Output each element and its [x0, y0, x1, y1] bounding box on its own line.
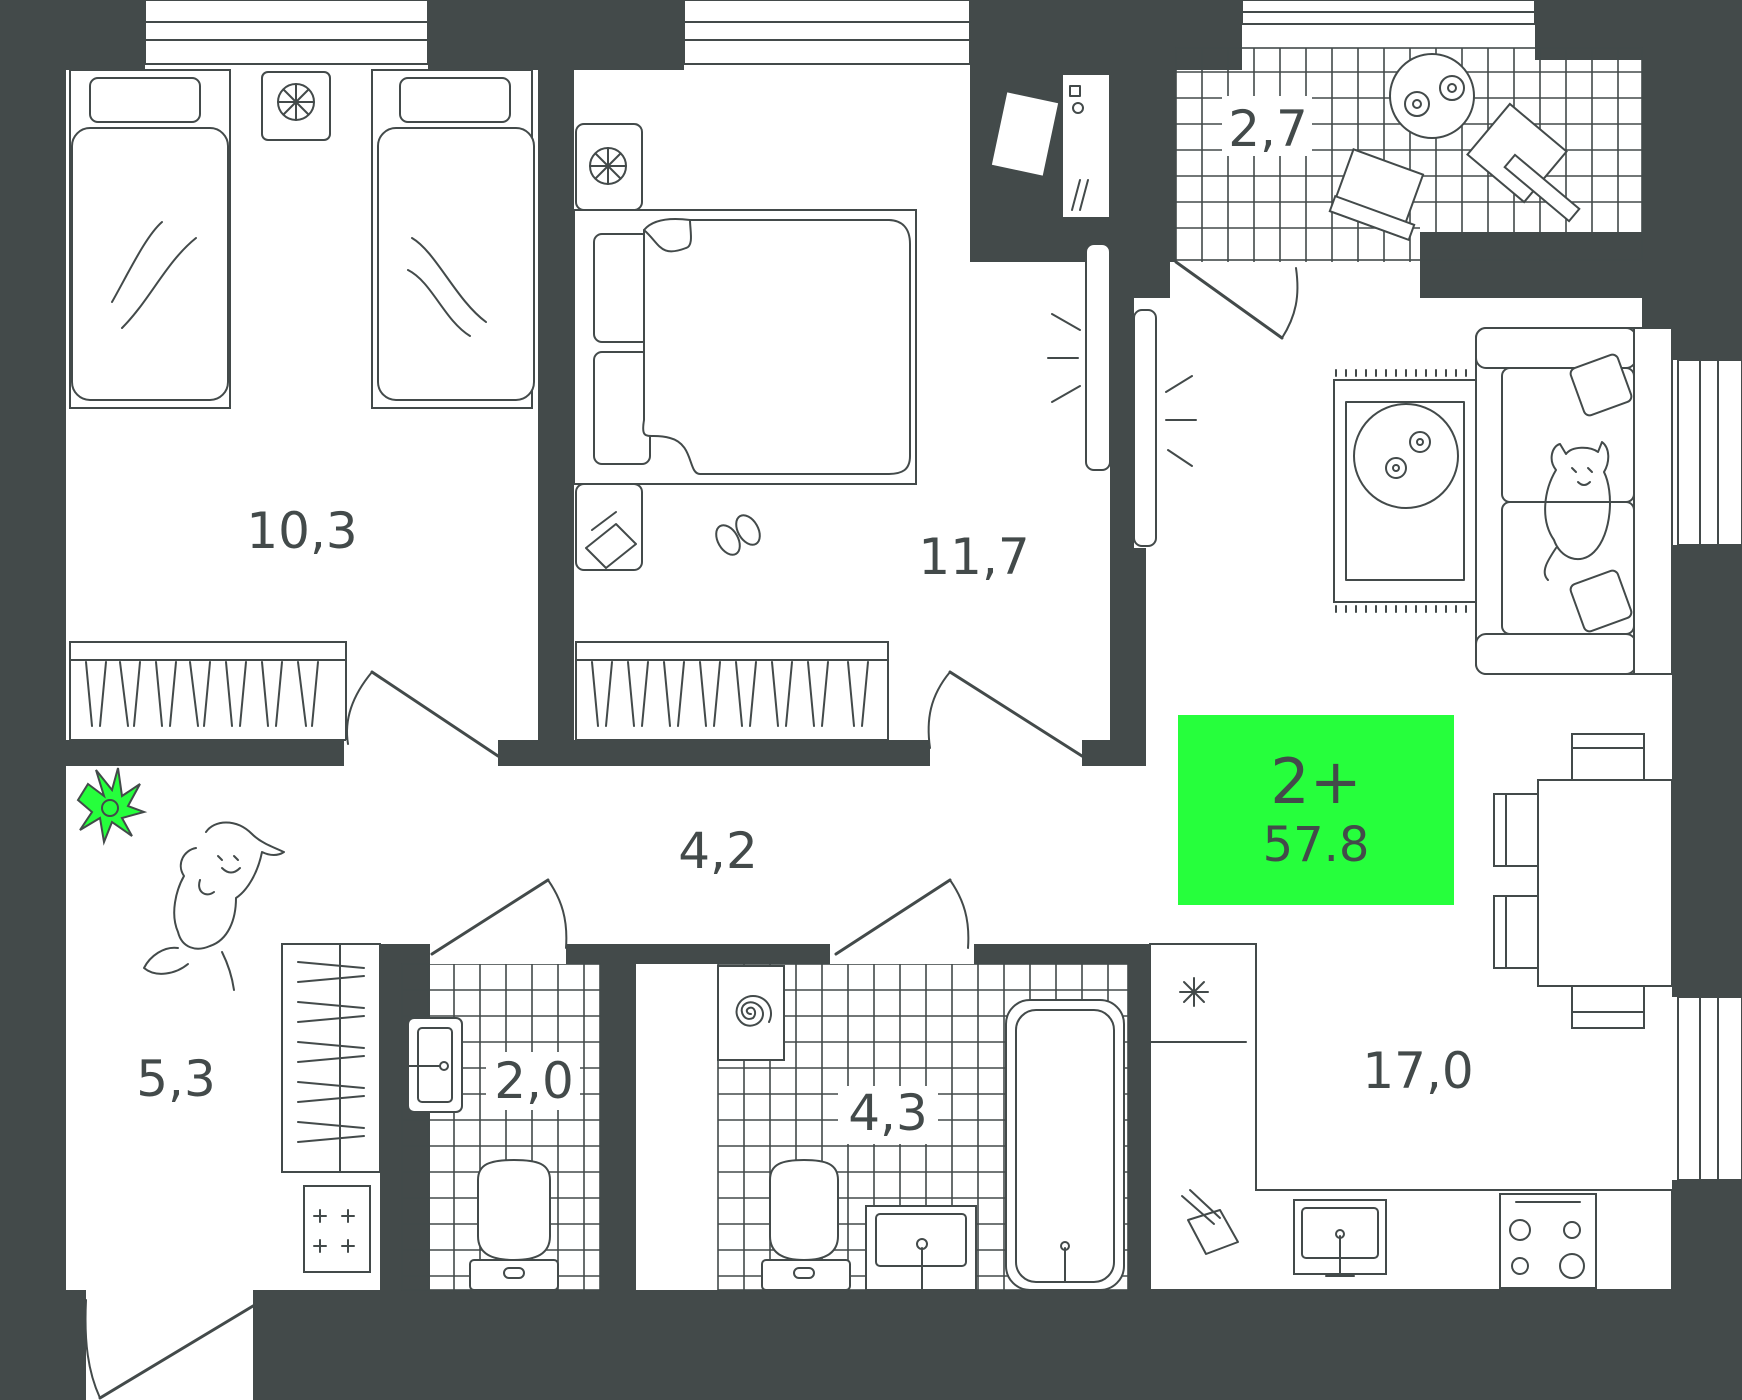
wardrobe-icon-right	[575, 641, 889, 741]
stove-icon	[1499, 1193, 1597, 1289]
apartment-summary-badge: 2+ 57.8	[1178, 715, 1454, 905]
toilet-room-tiles	[401, 963, 601, 1291]
windows	[144, 0, 1742, 1181]
cutting-board-icon	[1181, 1189, 1239, 1255]
room-count: 2+	[1270, 745, 1362, 818]
area-bedroom-right: 11,7	[918, 528, 1029, 586]
cat-icon	[1543, 441, 1611, 581]
door-bedroom-left	[346, 670, 500, 766]
sink-icon-toilet	[401, 1017, 463, 1113]
plant-icon	[76, 767, 148, 846]
dining-table-icon	[1493, 733, 1673, 1029]
total-area: 57.8	[1262, 817, 1370, 873]
dog-icon	[143, 821, 285, 991]
balcony-chair-icon	[1328, 102, 1581, 242]
room-labels: 10,3 11,7 2,7 4,2 5,3 2,0 4,3 17,0	[136, 100, 1473, 1142]
sink-icon-bathroom	[865, 1205, 977, 1291]
balcony-door	[1133, 260, 1299, 547]
slippers-icon	[715, 514, 761, 556]
washing-machine-icon	[717, 965, 785, 1061]
door-bedroom-right	[927, 670, 1084, 766]
area-entrance-hall: 5,3	[136, 1050, 216, 1108]
area-bathroom: 4,3	[848, 1084, 928, 1142]
nightstand-icon	[261, 71, 331, 141]
toilet-room-door	[430, 878, 568, 964]
sink-icon	[1293, 1199, 1387, 1277]
area-toilet: 2,0	[494, 1052, 574, 1110]
desk-icon	[989, 73, 1111, 219]
area-balcony: 2,7	[1228, 100, 1308, 158]
bed-icon	[69, 69, 535, 409]
bathroom-door	[830, 878, 974, 964]
toilet-icon-bathroom	[761, 1158, 851, 1291]
entrance-door	[84, 1290, 255, 1400]
area-kitchen-living: 17,0	[1362, 1042, 1473, 1100]
area-bedroom-left: 10,3	[246, 502, 357, 560]
tv-icon	[1047, 243, 1111, 471]
shoe-rack-icon	[303, 1185, 371, 1273]
coffee-table-icon	[1353, 403, 1459, 509]
bathtub-icon	[1005, 999, 1125, 1291]
sofa-icon	[1475, 327, 1673, 675]
double-bed-icon	[573, 123, 917, 571]
bathroom-tiles	[717, 963, 1129, 1291]
wardrobe-icon	[69, 641, 347, 741]
balcony-table-icon	[1389, 53, 1475, 139]
wardrobe-icon-hall	[281, 943, 381, 1173]
toilet-icon	[469, 1158, 559, 1291]
area-corridor: 4,2	[678, 822, 758, 880]
